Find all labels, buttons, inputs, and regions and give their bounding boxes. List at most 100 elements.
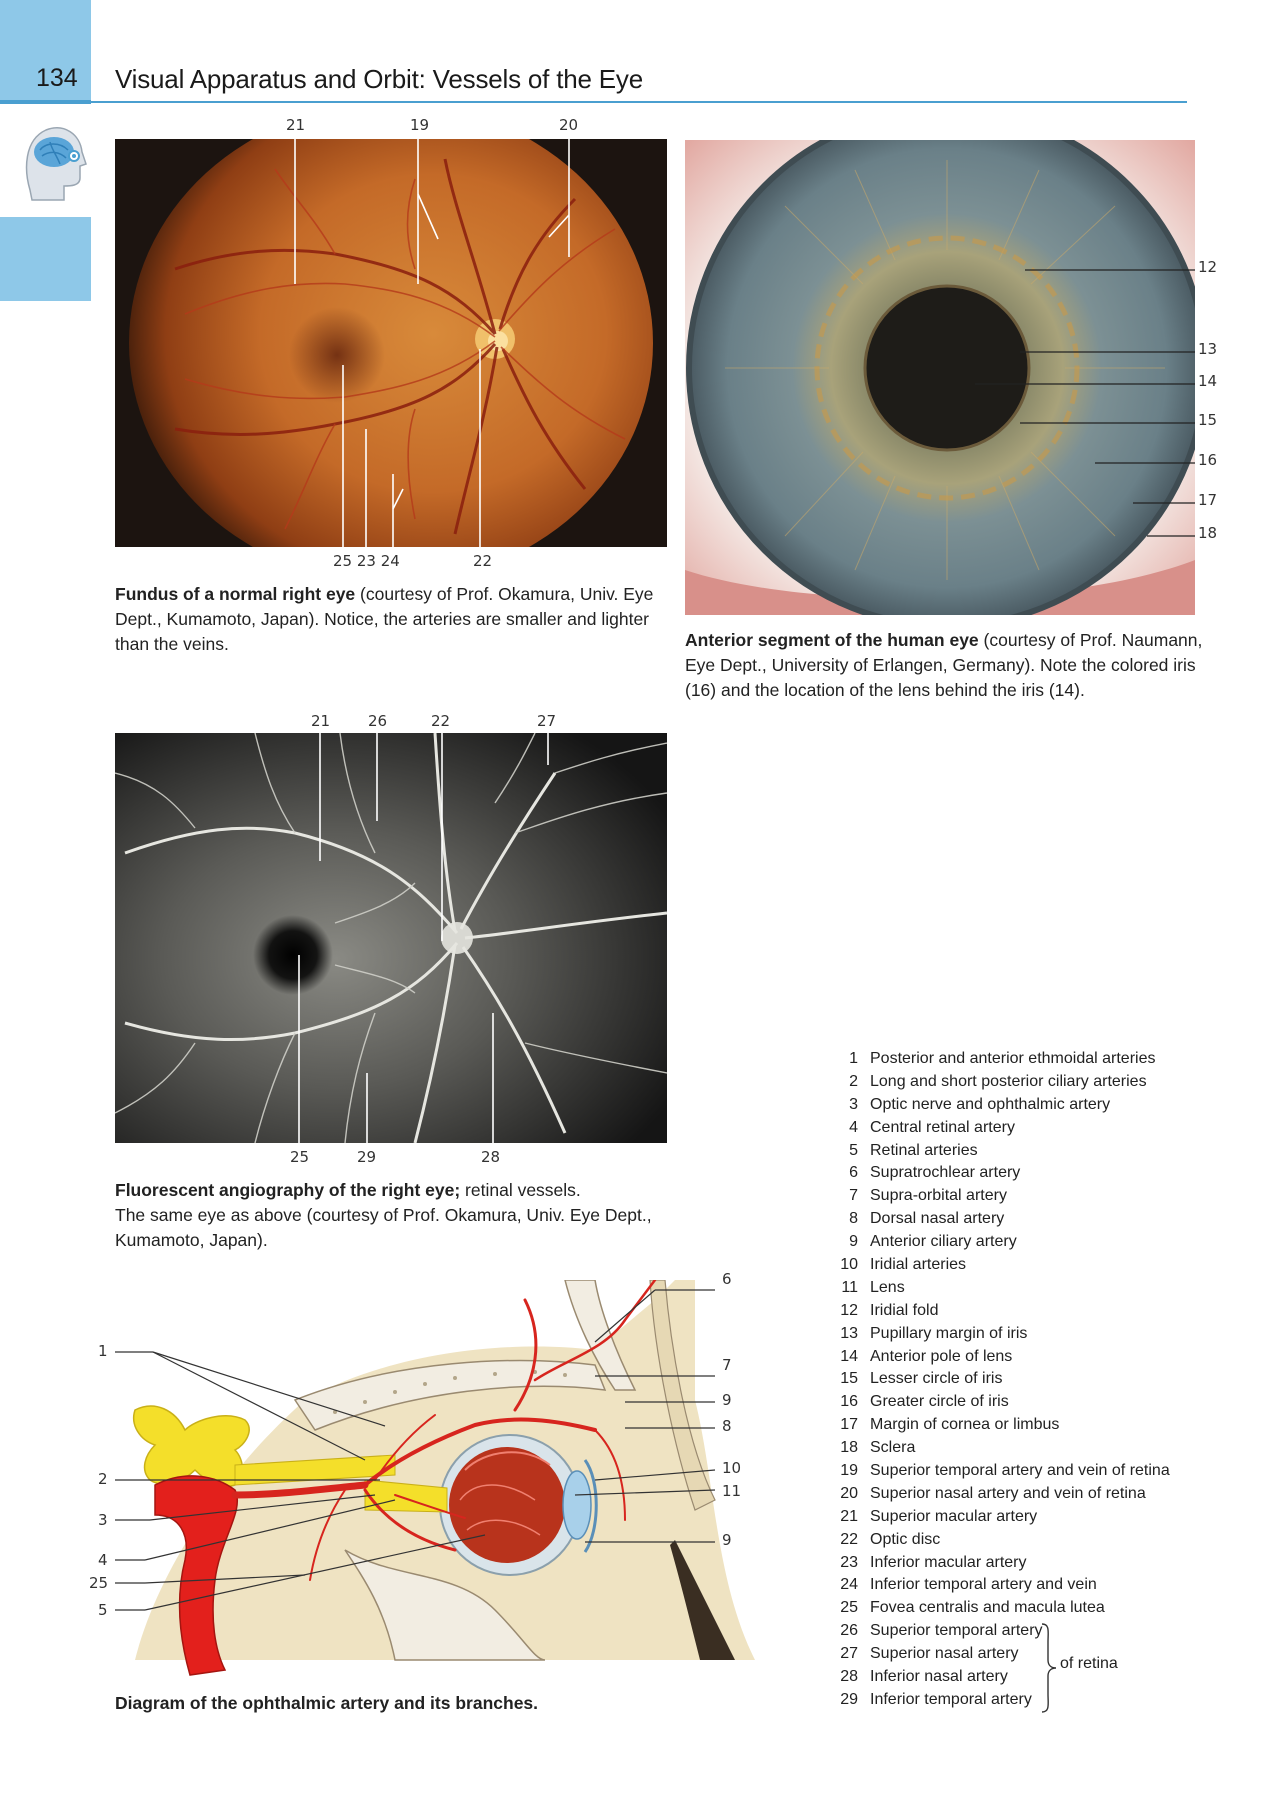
legend-number: 23 (840, 1553, 858, 1571)
legend-text: Sclera (870, 1439, 916, 1457)
iris-caption-title: Anterior segment of the human eye (685, 630, 979, 650)
angio-label-28: 28 (481, 1148, 501, 1166)
legend-number: 14 (840, 1347, 858, 1365)
legend-row: 25 Fovea centralis and macula lutea (830, 1597, 1170, 1620)
page-title: Visual Apparatus and Orbit: Vessels of t… (115, 64, 643, 94)
legend-text: Superior temporal artery and vein of ret… (870, 1462, 1170, 1480)
legend-number: 22 (840, 1530, 858, 1548)
legend-text: Margin of cornea or limbus (870, 1416, 1060, 1434)
legend-row: 17 Margin of cornea or limbus (830, 1414, 1170, 1437)
iris-label-15: 15 (1198, 411, 1218, 429)
legend-text: Supratrochlear artery (870, 1164, 1021, 1182)
legend-number: 21 (840, 1507, 858, 1525)
legend-text: Optic nerve and ophthalmic artery (870, 1095, 1111, 1113)
legend-number: 8 (849, 1210, 858, 1228)
legend-row: 22 Optic disc (830, 1529, 1170, 1552)
legend-number: 29 (840, 1690, 858, 1708)
legend-text: Lens (870, 1278, 905, 1296)
legend-text: Inferior nasal artery (870, 1668, 1008, 1686)
legend-row: 29 Inferior temporal artery (830, 1689, 1170, 1712)
legend-number: 28 (840, 1668, 858, 1686)
iris-label-14: 14 (1198, 372, 1218, 390)
fundus-caption-text: (courtesy of Prof. Okamura, Univ. Eye De… (115, 584, 654, 654)
iris-caption-text: (courtesy of Prof. Naumann, Eye Dept., U… (685, 630, 1203, 700)
legend-row: 9 Anterior ciliary artery (830, 1231, 1170, 1254)
iris-label-13: 13 (1198, 340, 1218, 358)
header-rule (91, 101, 1187, 103)
legend-text: Pupillary margin of iris (870, 1324, 1028, 1342)
legend-text: Fovea centralis and macula lutea (870, 1599, 1105, 1617)
diagram-label-25: 25 (89, 1574, 109, 1592)
fundus-label-25-23-24: 25 23 24 (333, 552, 400, 570)
legend-number: 19 (840, 1462, 858, 1480)
legend-number: 9 (849, 1233, 858, 1251)
diagram-caption-title: Diagram of the ophthalmic artery and its… (115, 1693, 539, 1713)
fundus-caption-title: Fundus of a normal right eye (115, 584, 356, 604)
legend-number: 10 (840, 1256, 858, 1274)
iris-caption: Anterior segment of the human eye (court… (685, 628, 1205, 703)
head-brain-eye-icon (25, 127, 87, 201)
legend-row: 27 Superior nasal artery (830, 1643, 1170, 1666)
side-tab-top-dark-edge (0, 100, 91, 104)
legend-row: 28 Inferior nasal artery (830, 1666, 1170, 1689)
legend-row: 11 Lens (830, 1277, 1170, 1300)
diagram-label-9b: 9 (722, 1531, 732, 1549)
legend-number: 25 (840, 1599, 858, 1617)
iris-label-18: 18 (1198, 524, 1218, 542)
legend-text: Superior nasal artery (870, 1645, 1019, 1663)
angiography-caption-text: retinal vessels. (460, 1180, 581, 1200)
legend-number: 17 (840, 1416, 858, 1434)
side-tab-section (0, 217, 91, 301)
page-number: 134 (36, 64, 78, 92)
fundus-label-21: 21 (286, 116, 306, 134)
legend-number: 11 (841, 1278, 858, 1296)
angio-label-27: 27 (537, 712, 557, 730)
legend-text: Inferior macular artery (870, 1553, 1027, 1571)
fundus-label-20: 20 (559, 116, 579, 134)
fundus-label-19: 19 (410, 116, 430, 134)
legend-number: 27 (840, 1645, 858, 1663)
legend-number: 26 (840, 1622, 858, 1640)
legend-text: Greater circle of iris (870, 1393, 1009, 1411)
legend-text: Long and short posterior ciliary arterie… (870, 1072, 1147, 1090)
legend-text: Dorsal nasal artery (870, 1210, 1005, 1228)
legend-text: Superior macular artery (870, 1507, 1038, 1525)
diagram-label-7: 7 (722, 1356, 732, 1374)
legend-row: 19 Superior temporal artery and vein of r… (830, 1460, 1170, 1483)
legend-number: 18 (840, 1439, 858, 1457)
legend-text: Anterior pole of lens (870, 1347, 1013, 1365)
iris-label-16: 16 (1198, 451, 1218, 469)
iris-label-17: 17 (1198, 491, 1218, 509)
diagram-label-1: 1 (98, 1342, 108, 1360)
legend-text: Posterior and anterior ethmoidal arterie… (870, 1050, 1156, 1067)
legend-bracket (1041, 1623, 1057, 1713)
legend-row: 8 Dorsal nasal artery (830, 1208, 1170, 1231)
angiography-caption: Fluorescent angiography of the right eye… (115, 1178, 675, 1253)
legend-text: Inferior temporal artery (870, 1690, 1032, 1708)
diagram-label-9a: 9 (722, 1391, 732, 1409)
iris-photograph (685, 140, 1195, 615)
diagram-label-5: 5 (98, 1601, 108, 1619)
angiography-photograph (115, 733, 667, 1143)
legend-text: Anterior ciliary artery (870, 1233, 1017, 1251)
legend-text: Optic disc (870, 1530, 941, 1548)
legend-text: Lesser circle of iris (870, 1370, 1003, 1388)
legend-row: 21 Superior macular artery (830, 1506, 1170, 1529)
fundus-label-22: 22 (473, 552, 493, 570)
legend-number: 4 (849, 1118, 858, 1136)
legend-text: Superior nasal artery and vein of retina (870, 1484, 1146, 1502)
